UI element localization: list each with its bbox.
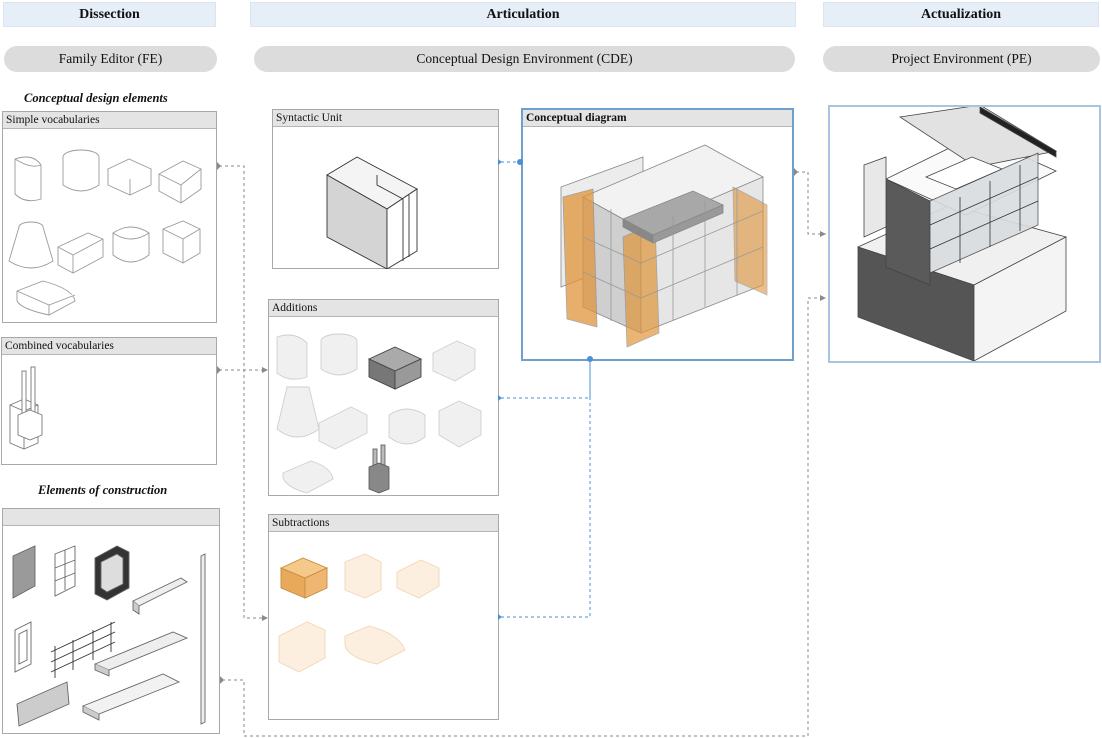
panel-label: Combined vocabularies bbox=[2, 338, 216, 355]
section-title-conceptual: Conceptual design elements bbox=[24, 91, 168, 105]
connector-diagram-to-project bbox=[796, 171, 826, 235]
connector-additions-to-diagram bbox=[501, 360, 591, 399]
panel-construction-elements bbox=[2, 508, 220, 734]
panel-subtractions: Subtractions bbox=[268, 514, 499, 720]
panel-additions: Additions bbox=[268, 299, 499, 496]
panel-syntactic-unit: Syntactic Unit bbox=[272, 109, 499, 269]
stage-header-articulation: Articulation bbox=[250, 2, 796, 27]
subtractions-figure bbox=[278, 553, 440, 673]
panel-combined-vocabularies: Combined vocabularies bbox=[1, 337, 217, 465]
simple-shapes-figure bbox=[8, 149, 202, 316]
panel-project-render bbox=[828, 105, 1101, 363]
connector-subtractions-to-diagram bbox=[501, 360, 591, 618]
syntactic-unit-figure bbox=[326, 156, 418, 269]
panel-label: Conceptual diagram bbox=[523, 110, 792, 127]
section-title-construction: Elements of construction bbox=[38, 483, 168, 497]
panel-simple-vocabularies: Simple vocabularies bbox=[2, 111, 217, 323]
building-render-figure bbox=[856, 107, 1068, 361]
panel-label: Syntactic Unit bbox=[273, 110, 498, 127]
combined-shapes-figure bbox=[9, 366, 43, 450]
env-conceptual-design: Conceptual Design Environment (CDE) bbox=[254, 46, 795, 72]
panel-label: Simple vocabularies bbox=[3, 112, 216, 129]
conceptual-diagram-figure bbox=[560, 144, 768, 348]
connector-simple-to-subtractions bbox=[219, 165, 266, 619]
construction-elements-figure bbox=[12, 545, 206, 727]
stage-header-dissection: Dissection bbox=[3, 2, 216, 27]
env-family-editor: Family Editor (FE) bbox=[4, 46, 217, 72]
panel-label: Subtractions bbox=[269, 515, 498, 532]
panel-conceptual-diagram: Conceptual diagram bbox=[521, 108, 794, 361]
additions-figure bbox=[276, 333, 482, 494]
panel-label: Additions bbox=[269, 300, 498, 317]
stage-header-actualization: Actualization bbox=[823, 2, 1099, 27]
env-project: Project Environment (PE) bbox=[823, 46, 1100, 72]
panel-label bbox=[3, 509, 219, 526]
